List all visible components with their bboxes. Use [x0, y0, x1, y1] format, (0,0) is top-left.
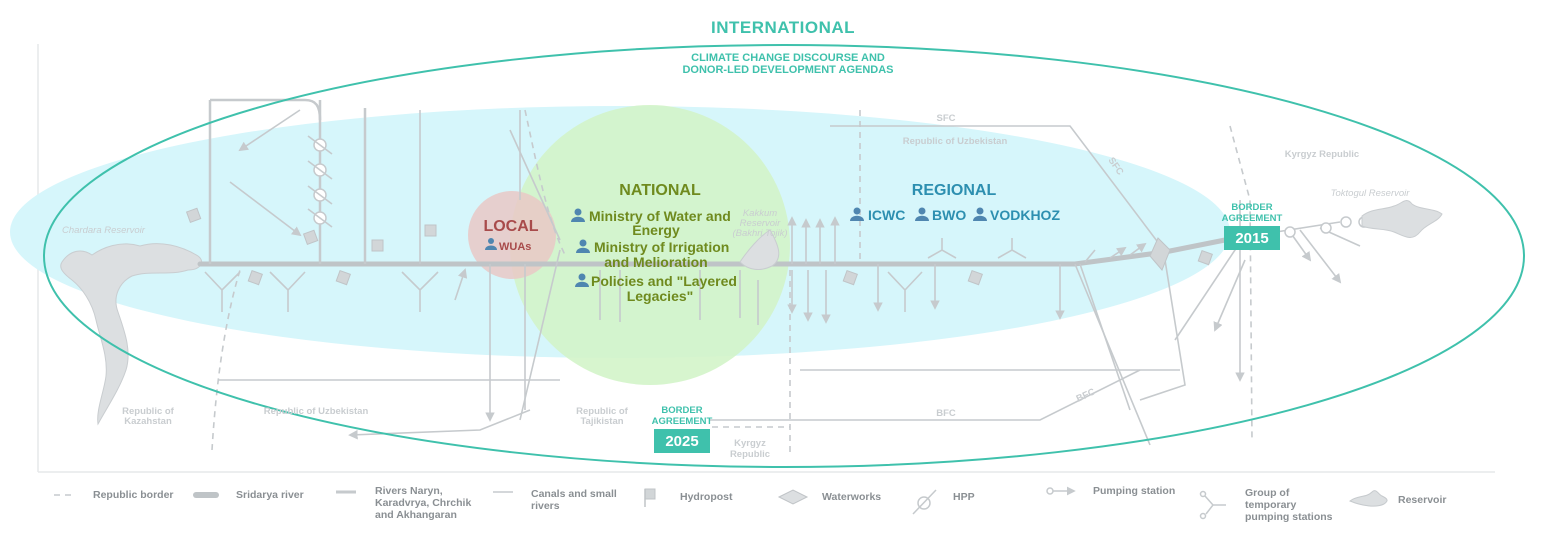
kakkum-label-3: (Bakhri Tojik) — [732, 228, 787, 239]
waterworks-icon — [777, 489, 809, 505]
sfc-label-top: SFC — [937, 113, 956, 124]
year-badge — [1224, 226, 1280, 250]
regional-label: REGIONAL — [912, 182, 997, 199]
kyrgyz-label-bottom-1: Kyrgyz — [734, 438, 766, 449]
toktogul-reservoir-icon — [1361, 200, 1443, 238]
local-scale-area — [468, 191, 556, 279]
tajikistan-label-1: Republic of — [576, 406, 629, 417]
legend-item-rivers: Rivers Naryn, Karadvrya, Chrchik and Akh… — [336, 485, 471, 521]
legend-label: rivers — [531, 500, 560, 512]
border-agreement-2015: BORDER AGREEMENT 2015 — [1222, 202, 1283, 250]
regional-item-icwc: ICWC — [868, 207, 905, 223]
person-icon — [576, 239, 590, 253]
legend-label: Hydropost — [680, 491, 733, 503]
legend-label: Rivers Naryn, — [375, 485, 443, 497]
international-subtitle-1: CLIMATE CHANGE DISCOURSE AND — [691, 52, 885, 64]
legend-label: HPP — [953, 491, 975, 503]
regional-item-vodkhoz: VODKHOZ — [990, 207, 1060, 223]
legend-label: Sridarya river — [236, 489, 304, 501]
border-agreement-2025: BORDER AGREEMENT 2025 — [652, 405, 713, 453]
legend-item-reservoir: Reservoir — [1348, 490, 1446, 507]
kakkum-label-1: Kakkum — [743, 208, 777, 219]
international-label: INTERNATIONAL — [711, 18, 855, 37]
tajikistan-label-2: Tajikistan — [580, 416, 623, 427]
person-icon — [571, 208, 585, 222]
toktogul-label: Toktogul Reservoir — [1331, 188, 1411, 199]
legend-label: Karadvrya, Chrchik — [375, 497, 471, 509]
kazakhstan-label-2: Kazahstan — [124, 416, 172, 427]
national-item-1a: Ministry of Water and — [589, 208, 731, 224]
hpp-icon — [912, 489, 937, 515]
international-subtitle-2: DONOR-LED DEVELOPMENT AGENDAS — [682, 64, 893, 76]
border-agreement-label-2: AGREEMENT — [1222, 213, 1283, 224]
legend-item-pumping: Pumping station — [1046, 485, 1175, 497]
legend-label: Canals and small — [531, 488, 617, 500]
legend-label: Group of — [1245, 487, 1290, 499]
bfc-label-diag: BFC — [1075, 386, 1097, 404]
chardara-reservoir-icon — [60, 243, 203, 426]
local-item-wuas: WUAs — [499, 241, 531, 253]
legend-label: temporary — [1245, 499, 1297, 511]
national-scale-area — [510, 105, 790, 385]
legend-label: Reservoir — [1398, 494, 1446, 506]
local-label: LOCAL — [483, 218, 538, 235]
person-icon — [915, 207, 929, 221]
uzbekistan-label-bottom: Republic of Uzbekistan — [264, 406, 369, 417]
person-icon — [973, 207, 987, 221]
legend-item-canals: Canals and small rivers — [493, 488, 617, 512]
legend-label: Waterworks — [822, 491, 881, 503]
regional-item-bwo: BWO — [932, 207, 966, 223]
reservoir-icon — [1348, 490, 1388, 507]
sridarya-river-line — [197, 237, 1228, 267]
border-agreement-label-1: BORDER — [1231, 202, 1272, 213]
legend-item-republic-border: Republic border — [54, 489, 174, 501]
international-scale-outline — [43, 44, 1525, 468]
legend-label: Republic border — [93, 489, 174, 501]
legend-label: and Akhangaran — [375, 509, 457, 521]
person-icon — [485, 238, 497, 250]
national-item-2a: Ministry of Irrigation — [594, 239, 729, 255]
border-agreement-year: 2025 — [665, 433, 698, 450]
kyrgyz-label-top: Kyrgyz Republic — [1285, 149, 1359, 160]
bfc-label: BFC — [936, 408, 956, 419]
legend-label: Pumping station — [1093, 485, 1175, 497]
border-agreement-label-2: AGREEMENT — [652, 416, 713, 427]
chardara-label: Chardara Reservoir — [62, 225, 146, 236]
pump-group-icon — [1199, 490, 1226, 520]
person-icon — [850, 207, 864, 221]
hydropost-icon — [644, 488, 656, 507]
national-item-3a: Policies and "Layered — [591, 273, 737, 289]
kakkum-label-2: Reservoir — [740, 218, 781, 229]
year-badge — [654, 429, 710, 453]
kyrgyz-label-bottom-2: Republic — [730, 449, 770, 460]
legend-item-waterworks: Waterworks — [777, 489, 881, 505]
map-network — [60, 98, 1443, 455]
national-label: NATIONAL — [619, 182, 701, 199]
legend-item-hpp: HPP — [912, 489, 975, 515]
legend-item-group-pumping: Group of temporary pumping stations — [1199, 487, 1333, 523]
national-item-1b: Energy — [632, 222, 680, 238]
pumping-station-icon — [1046, 486, 1076, 496]
kazakhstan-label-1: Republic of — [122, 406, 175, 417]
person-icon — [575, 273, 589, 287]
legend-item-hydropost: Hydropost — [644, 488, 733, 507]
border-agreement-year: 2015 — [1235, 230, 1268, 247]
border-agreement-label-1: BORDER — [661, 405, 702, 416]
legend-item-sridarya: Sridarya river — [193, 489, 304, 501]
national-item-2b: and Melioration — [604, 254, 707, 270]
legend: Republic border Sridarya river Rivers Na… — [54, 485, 1446, 523]
legend-label: pumping stations — [1245, 511, 1333, 523]
national-item-3b: Legacies" — [627, 288, 694, 304]
uzbekistan-label-top: Republic of Uzbekistan — [903, 136, 1008, 147]
